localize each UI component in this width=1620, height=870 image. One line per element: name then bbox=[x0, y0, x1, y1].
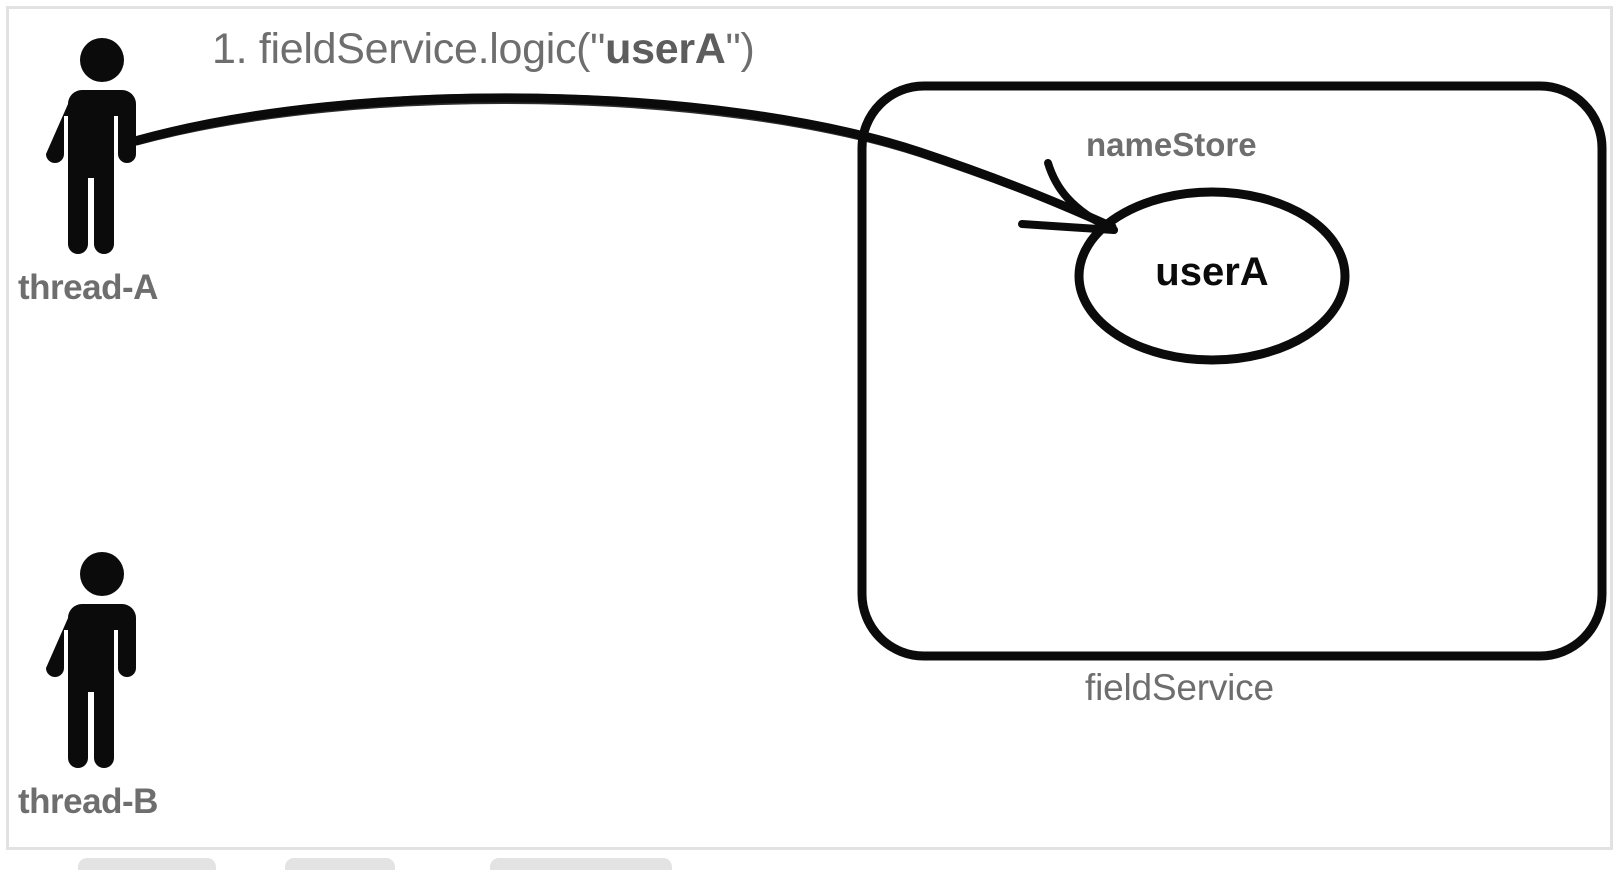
message-prefix: 1. fieldService.logic(" bbox=[212, 25, 606, 73]
name-store-label: nameStore bbox=[1086, 126, 1257, 163]
stored-value-label: userA bbox=[1155, 250, 1269, 294]
bottom-chip-2[interactable] bbox=[285, 858, 395, 870]
message-emphasis: userA bbox=[605, 25, 726, 73]
bottom-chip-3[interactable] bbox=[490, 858, 672, 870]
bottom-chip-1[interactable] bbox=[78, 858, 216, 870]
actor-label-thread-b: thread-B bbox=[18, 782, 158, 821]
message-label-1: 1. fieldService.logic("userA") bbox=[212, 25, 755, 74]
actor-label-thread-a: thread-A bbox=[18, 268, 158, 307]
field-service-label: fieldService bbox=[1085, 667, 1274, 708]
message-suffix: ") bbox=[725, 25, 755, 73]
diagram-panel bbox=[6, 6, 1613, 850]
